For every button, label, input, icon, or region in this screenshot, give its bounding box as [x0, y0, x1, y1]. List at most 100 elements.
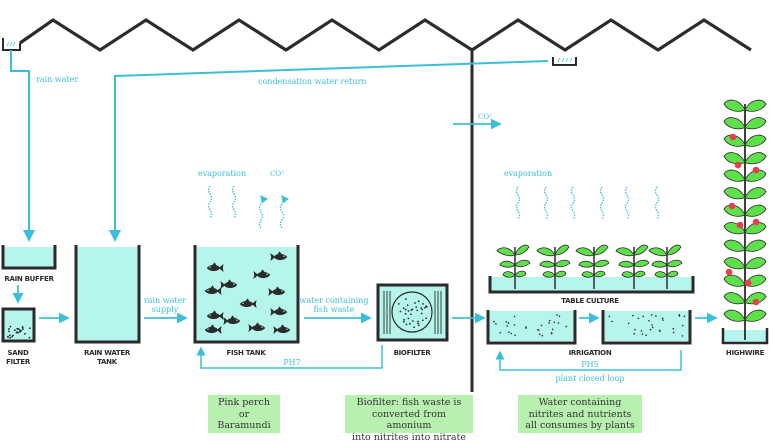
leaf-icon	[745, 240, 766, 251]
bacteria-dot	[405, 309, 407, 311]
nutrient-dot	[508, 322, 510, 324]
note-biofilter: Biofilter: fish waste is converted from …	[345, 395, 473, 433]
nutrient-dot	[539, 333, 541, 335]
leaf-icon	[724, 293, 745, 304]
nutrient-dot	[549, 320, 551, 322]
bacteria-dot	[418, 300, 420, 302]
nutrient-dot	[684, 315, 686, 317]
evaporation-waves-plants	[517, 187, 659, 219]
nutrient-dot	[651, 314, 653, 316]
sand-grain	[24, 333, 26, 335]
bacteria-dot	[421, 313, 423, 315]
nutrient-dot	[638, 317, 640, 319]
nutrient-dot	[559, 315, 561, 317]
nutrient-dot	[634, 329, 636, 331]
nutrient-dot	[648, 320, 650, 322]
biofilter	[378, 285, 447, 340]
nutrient-dot	[662, 319, 664, 321]
note-line: nitrites and nutrients	[522, 409, 638, 421]
nutrient-dot	[645, 334, 647, 336]
sand-grain	[9, 334, 11, 336]
sand-grain	[22, 328, 24, 330]
rain-buffer-label: RAIN BUFFER	[4, 275, 54, 283]
bacteria-dot	[403, 319, 405, 321]
rain-supply-label-1: rain water	[144, 296, 186, 305]
biofilter-label: BIOFILTER	[394, 349, 432, 357]
fish-waste-label-2: fish waste	[314, 305, 355, 314]
nutrient-dot	[633, 333, 635, 335]
sand-grain	[29, 327, 31, 329]
leaf-icon	[745, 205, 766, 216]
bacteria-dot	[403, 307, 405, 309]
tomato-icon	[730, 134, 737, 141]
nutrient-dot	[542, 335, 544, 337]
nutrient-dot	[650, 329, 652, 331]
fish-tank	[195, 245, 298, 342]
irrigation-label: IRRIGATION	[569, 349, 612, 357]
rain-gutter-left	[3, 38, 20, 50]
nutrient-dot	[672, 328, 674, 330]
leaf-icon	[724, 188, 745, 199]
leaf-icon	[724, 118, 745, 129]
note-line: Baramundi	[212, 420, 276, 432]
condensation-return-pipe	[115, 61, 548, 240]
nutrient-dot	[628, 323, 630, 325]
note-plant-nutrients: Water containing nitrites and nutrients …	[518, 395, 642, 433]
nutrient-dot	[495, 323, 497, 325]
rain-water-label: rain water	[36, 75, 78, 84]
nutrient-dot	[493, 321, 495, 323]
tomato-icon	[753, 219, 760, 226]
bacteria-dot	[418, 324, 420, 326]
sand-filter-label-2: FILTER	[6, 358, 31, 366]
bacteria-dot	[412, 308, 414, 310]
fish-evaporation-label: evaporation	[198, 169, 246, 178]
note-line: Water containing	[522, 397, 638, 409]
bacteria-dot	[424, 307, 426, 309]
note-line: converted from amonium	[349, 409, 469, 432]
bacteria-dot	[422, 319, 424, 321]
sand-grain	[20, 330, 22, 332]
bacteria-dot	[405, 298, 407, 300]
irrigation-tank-2	[603, 310, 690, 343]
nutrient-dot	[551, 333, 553, 335]
bacteria-dot	[426, 306, 428, 308]
leaf-icon	[745, 118, 766, 129]
nutrient-dot	[642, 333, 644, 335]
nutrient-dot	[508, 331, 510, 333]
irrigation-tank-1	[488, 310, 575, 343]
nutrient-dot	[538, 329, 540, 331]
sand-grain	[11, 336, 13, 338]
nutrient-dot	[662, 317, 664, 319]
sand-grain	[14, 329, 16, 331]
condensation-return-label: condensation water return	[258, 77, 366, 86]
nutrient-dot	[641, 330, 643, 332]
sand-grain	[8, 330, 10, 332]
tomato-icon	[753, 167, 760, 174]
nutrient-dot	[556, 314, 558, 316]
nutrient-dot	[554, 321, 556, 323]
sand-grain	[29, 337, 31, 339]
nutrient-dot	[682, 325, 684, 327]
sand-grain	[16, 332, 18, 334]
bacteria-dot	[406, 324, 408, 326]
rain-tank-label-1: RAIN WATER	[84, 349, 131, 357]
leaf-icon	[724, 170, 745, 181]
note-line: all consumes by plants	[522, 420, 638, 432]
bacteria-dot	[409, 323, 411, 325]
bacteria-dot	[400, 311, 402, 313]
evaporation-waves-fish	[209, 186, 236, 218]
leaf-icon	[724, 100, 745, 111]
leaf-icon	[724, 153, 745, 164]
nutrient-dot	[652, 327, 654, 329]
nutrient-dot	[611, 321, 613, 323]
note-line: into nitrites into nitrate	[349, 432, 469, 443]
condensation-gutter	[553, 57, 576, 65]
leaf-icon	[724, 275, 745, 286]
bacteria-dot	[421, 309, 423, 311]
nutrient-dot	[642, 316, 644, 318]
table-culture-label: TABLE CULTURE	[561, 297, 619, 305]
bacteria-dot	[403, 321, 405, 323]
leaf-icon	[745, 258, 766, 269]
sand-grain	[17, 328, 19, 330]
note-fish-species: Pink perch or Baramundi	[208, 395, 280, 433]
